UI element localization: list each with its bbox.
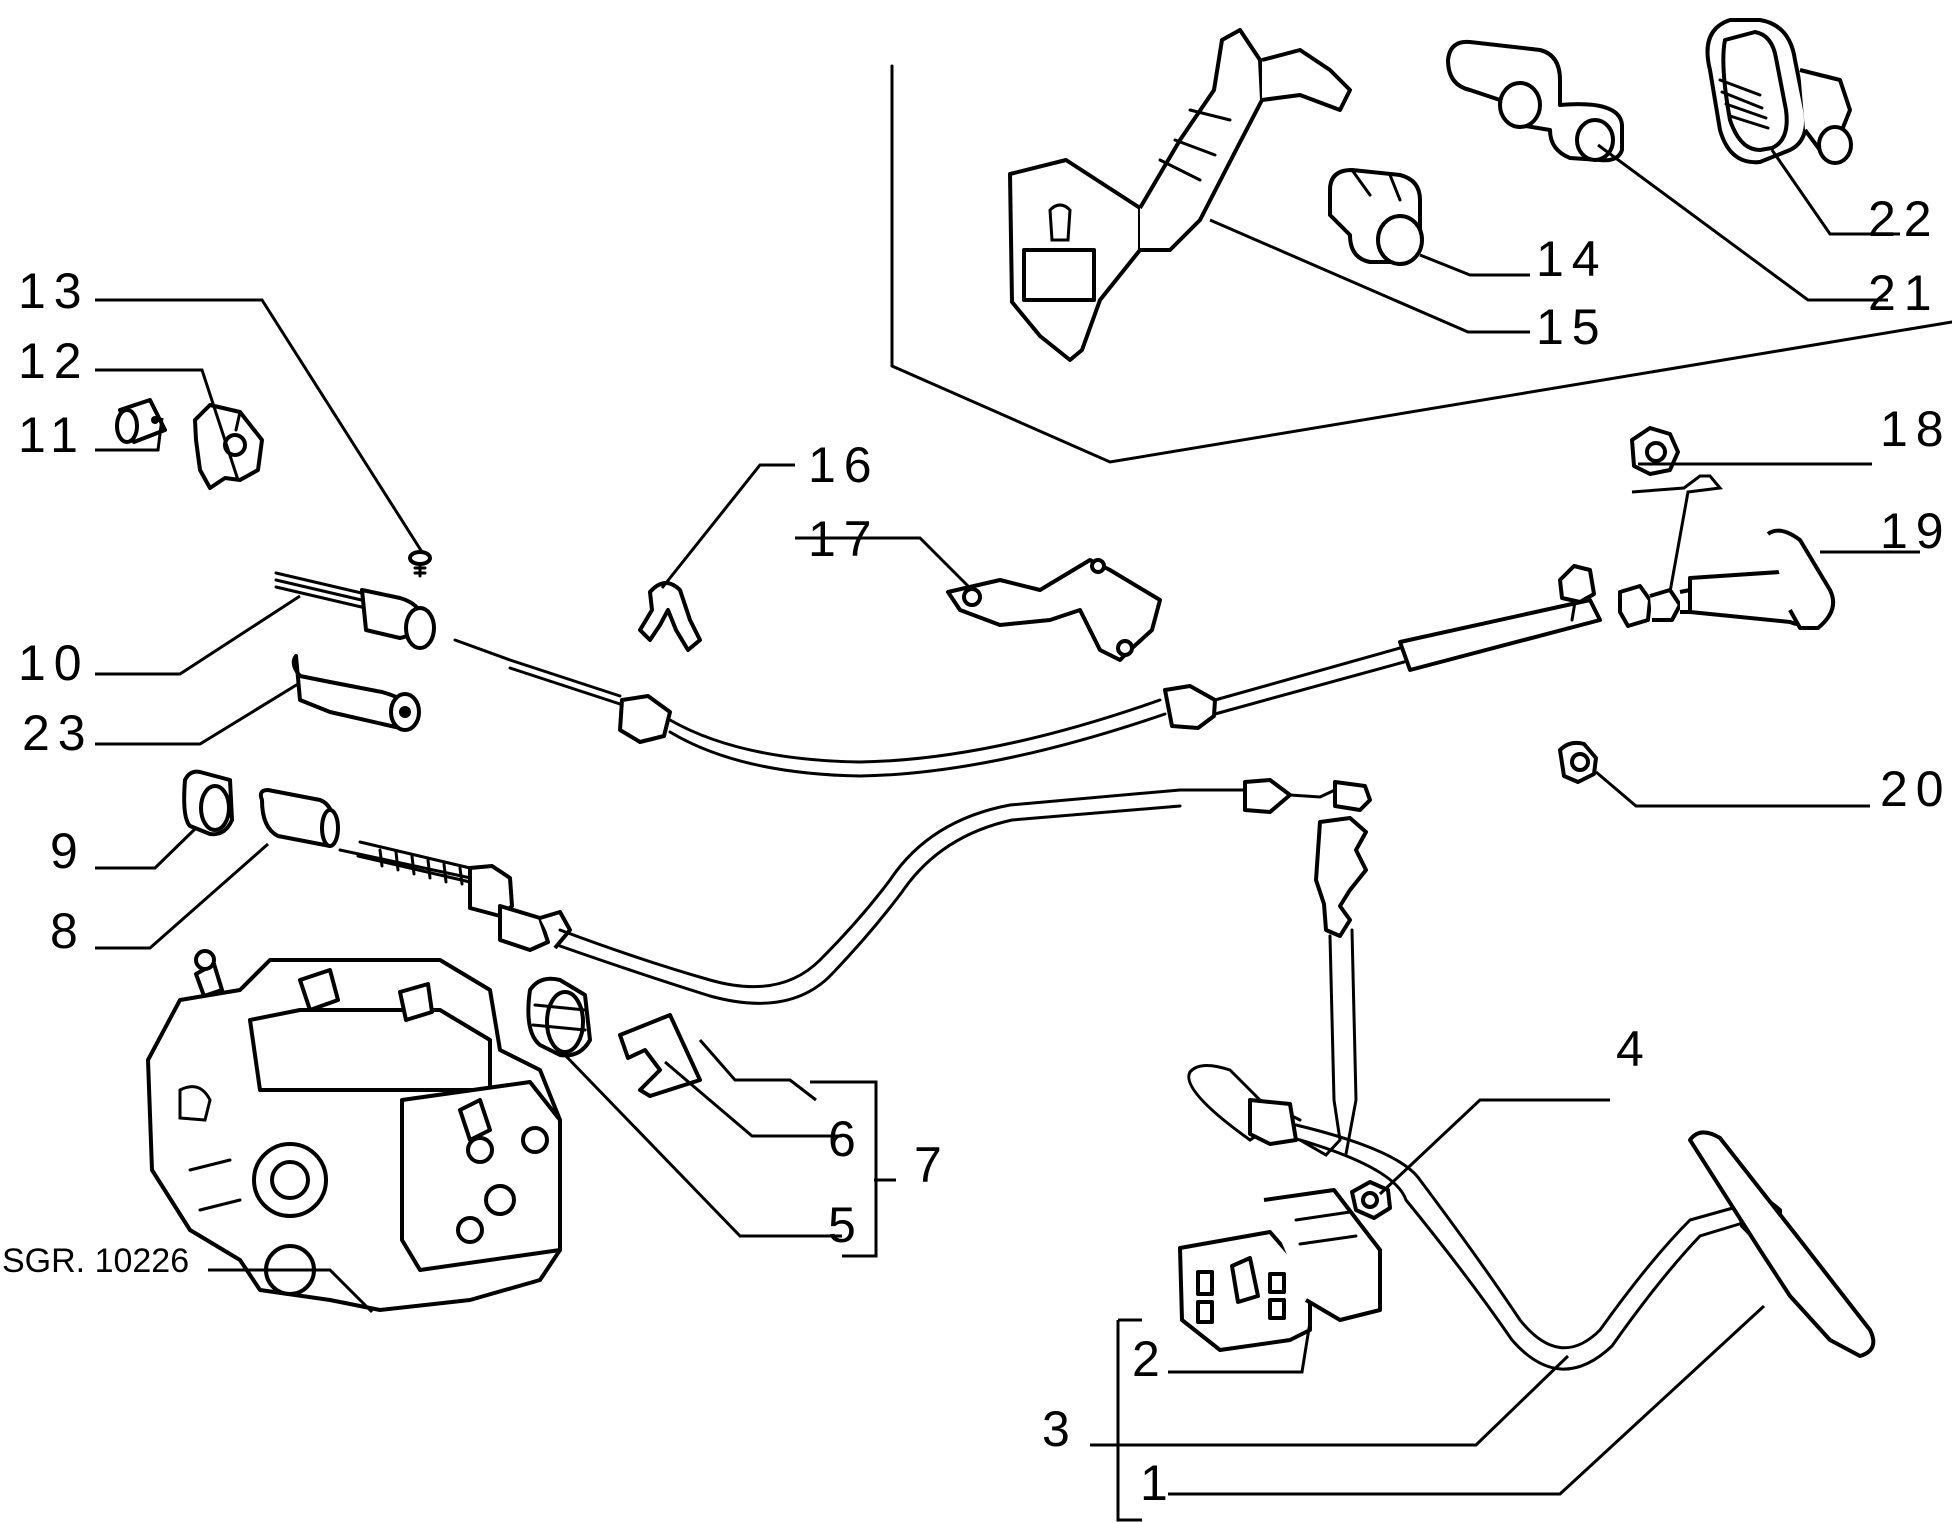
grommet-20 xyxy=(1558,740,1598,784)
bushing-9 xyxy=(182,769,234,837)
cable-end-10 xyxy=(274,571,436,650)
injection-pump xyxy=(146,949,562,1312)
callout-12: 12 xyxy=(18,333,90,389)
callout-10: 10 xyxy=(18,635,90,691)
knob-19 xyxy=(1688,528,1835,630)
callout-20: 20 xyxy=(1880,761,1952,817)
callout-1: 1 xyxy=(1140,1455,1176,1511)
callout-21: 21 xyxy=(1868,265,1940,321)
pedal-assembly xyxy=(1187,816,1876,1371)
callout-3: 3 xyxy=(1042,1401,1078,1457)
clip-16 xyxy=(638,581,702,652)
callout-23: 23 xyxy=(22,705,94,761)
fitting-23 xyxy=(291,654,421,732)
reference-number: SGR. 10226 xyxy=(2,1242,189,1280)
cable-hand-throttle xyxy=(453,564,1700,778)
clip-21 xyxy=(1446,39,1624,163)
nut-4 xyxy=(1350,1180,1392,1220)
callout-7: 7 xyxy=(914,1137,950,1193)
callout-4: 4 xyxy=(1616,1021,1652,1077)
callout-22: 22 xyxy=(1868,191,1940,247)
inset-frame xyxy=(890,64,1952,464)
bracket-15 xyxy=(1008,28,1352,362)
leader-lines xyxy=(95,143,1920,1522)
callout-18: 18 xyxy=(1880,401,1952,457)
callout-9: 9 xyxy=(50,823,86,879)
callout-2: 2 xyxy=(1132,1331,1168,1387)
callout-5: 5 xyxy=(828,1197,864,1253)
callout-8: 8 xyxy=(50,903,86,959)
callout-16: 16 xyxy=(808,437,880,493)
callout-19: 19 xyxy=(1880,503,1952,559)
clip-6 xyxy=(618,1013,702,1098)
callout-15: 15 xyxy=(1536,299,1608,355)
callout-6: 6 xyxy=(828,1111,864,1167)
cable-7 xyxy=(338,778,1372,1005)
part-11 xyxy=(115,398,167,444)
sleeve-8 xyxy=(258,788,340,848)
callout-14: 14 xyxy=(1536,231,1608,287)
screw-13 xyxy=(408,550,432,578)
nut-18 xyxy=(1630,426,1680,476)
callout-13: 13 xyxy=(18,263,90,319)
callout-labels: 13 12 11 10 23 9 8 16 17 18 19 20 22 14 … xyxy=(2,191,1952,1511)
clip-14 xyxy=(1328,168,1424,266)
callout-11: 11 xyxy=(18,407,86,463)
callout-17: 17 xyxy=(808,511,880,567)
bracket-17 xyxy=(946,558,1162,662)
clip-22 xyxy=(1705,18,1853,165)
pad-2 xyxy=(1178,1188,1382,1352)
grommet-5 xyxy=(526,976,592,1058)
